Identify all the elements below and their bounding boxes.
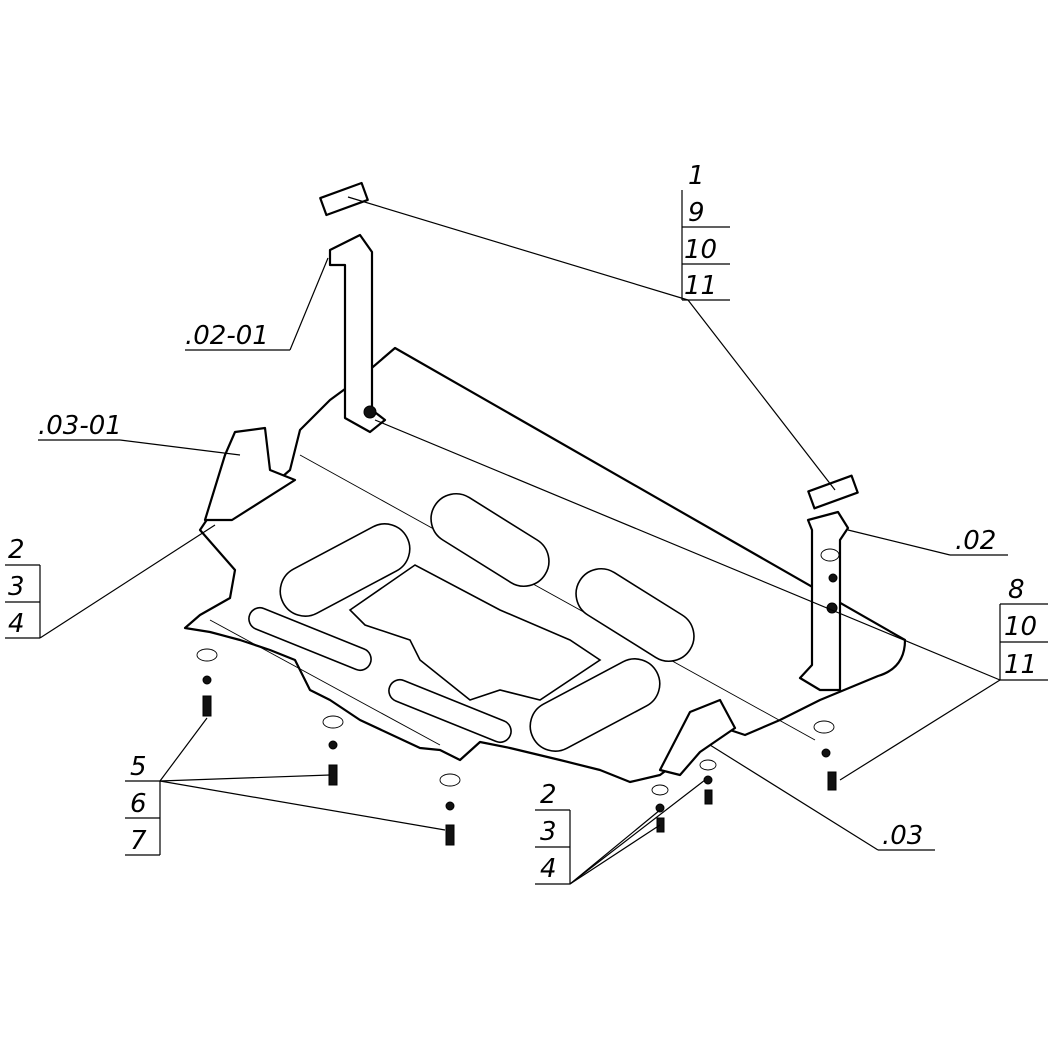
label-mid-4: 4 <box>540 854 557 884</box>
label-7: 7 <box>130 826 147 856</box>
label-left-3: 3 <box>8 572 25 602</box>
label-left-2: 2 <box>8 535 25 565</box>
label-02-01: .02-01 <box>185 321 269 351</box>
label-03-01: .03-01 <box>38 411 122 441</box>
plate-1-right <box>807 474 859 510</box>
slot-5 <box>248 606 372 672</box>
label-right-11: 11 <box>1004 650 1038 680</box>
label-9: 9 <box>688 198 705 228</box>
label-03: .03 <box>882 821 924 851</box>
plate-front-edge <box>209 619 441 746</box>
bracket-03 <box>658 698 737 777</box>
fasteners <box>196 548 840 846</box>
slot-1 <box>430 493 550 587</box>
label-1: 1 <box>688 161 705 191</box>
label-mid-2: 2 <box>540 780 557 810</box>
center-cutout <box>348 564 602 701</box>
slot-4 <box>529 658 661 752</box>
label-11: 11 <box>684 271 718 301</box>
slot-6 <box>388 678 512 744</box>
label-8: 8 <box>1008 575 1025 605</box>
label-6: 6 <box>130 789 147 819</box>
bracket-03-01 <box>203 426 297 522</box>
plate-fold-line <box>299 454 816 741</box>
slot-3 <box>575 568 695 662</box>
bolt-head <box>363 405 377 419</box>
plate-1-left <box>319 181 369 217</box>
label-10: 10 <box>684 235 718 265</box>
label-5: 5 <box>130 752 147 782</box>
label-right-10: 10 <box>1004 612 1038 642</box>
leader-lines <box>5 190 1048 885</box>
label-left-4: 4 <box>8 609 25 639</box>
bracket-02-01 <box>328 233 387 434</box>
bracket-02 <box>798 510 850 692</box>
slot-2 <box>279 523 411 617</box>
label-02: .02 <box>955 526 997 556</box>
label-mid-3: 3 <box>540 817 557 847</box>
